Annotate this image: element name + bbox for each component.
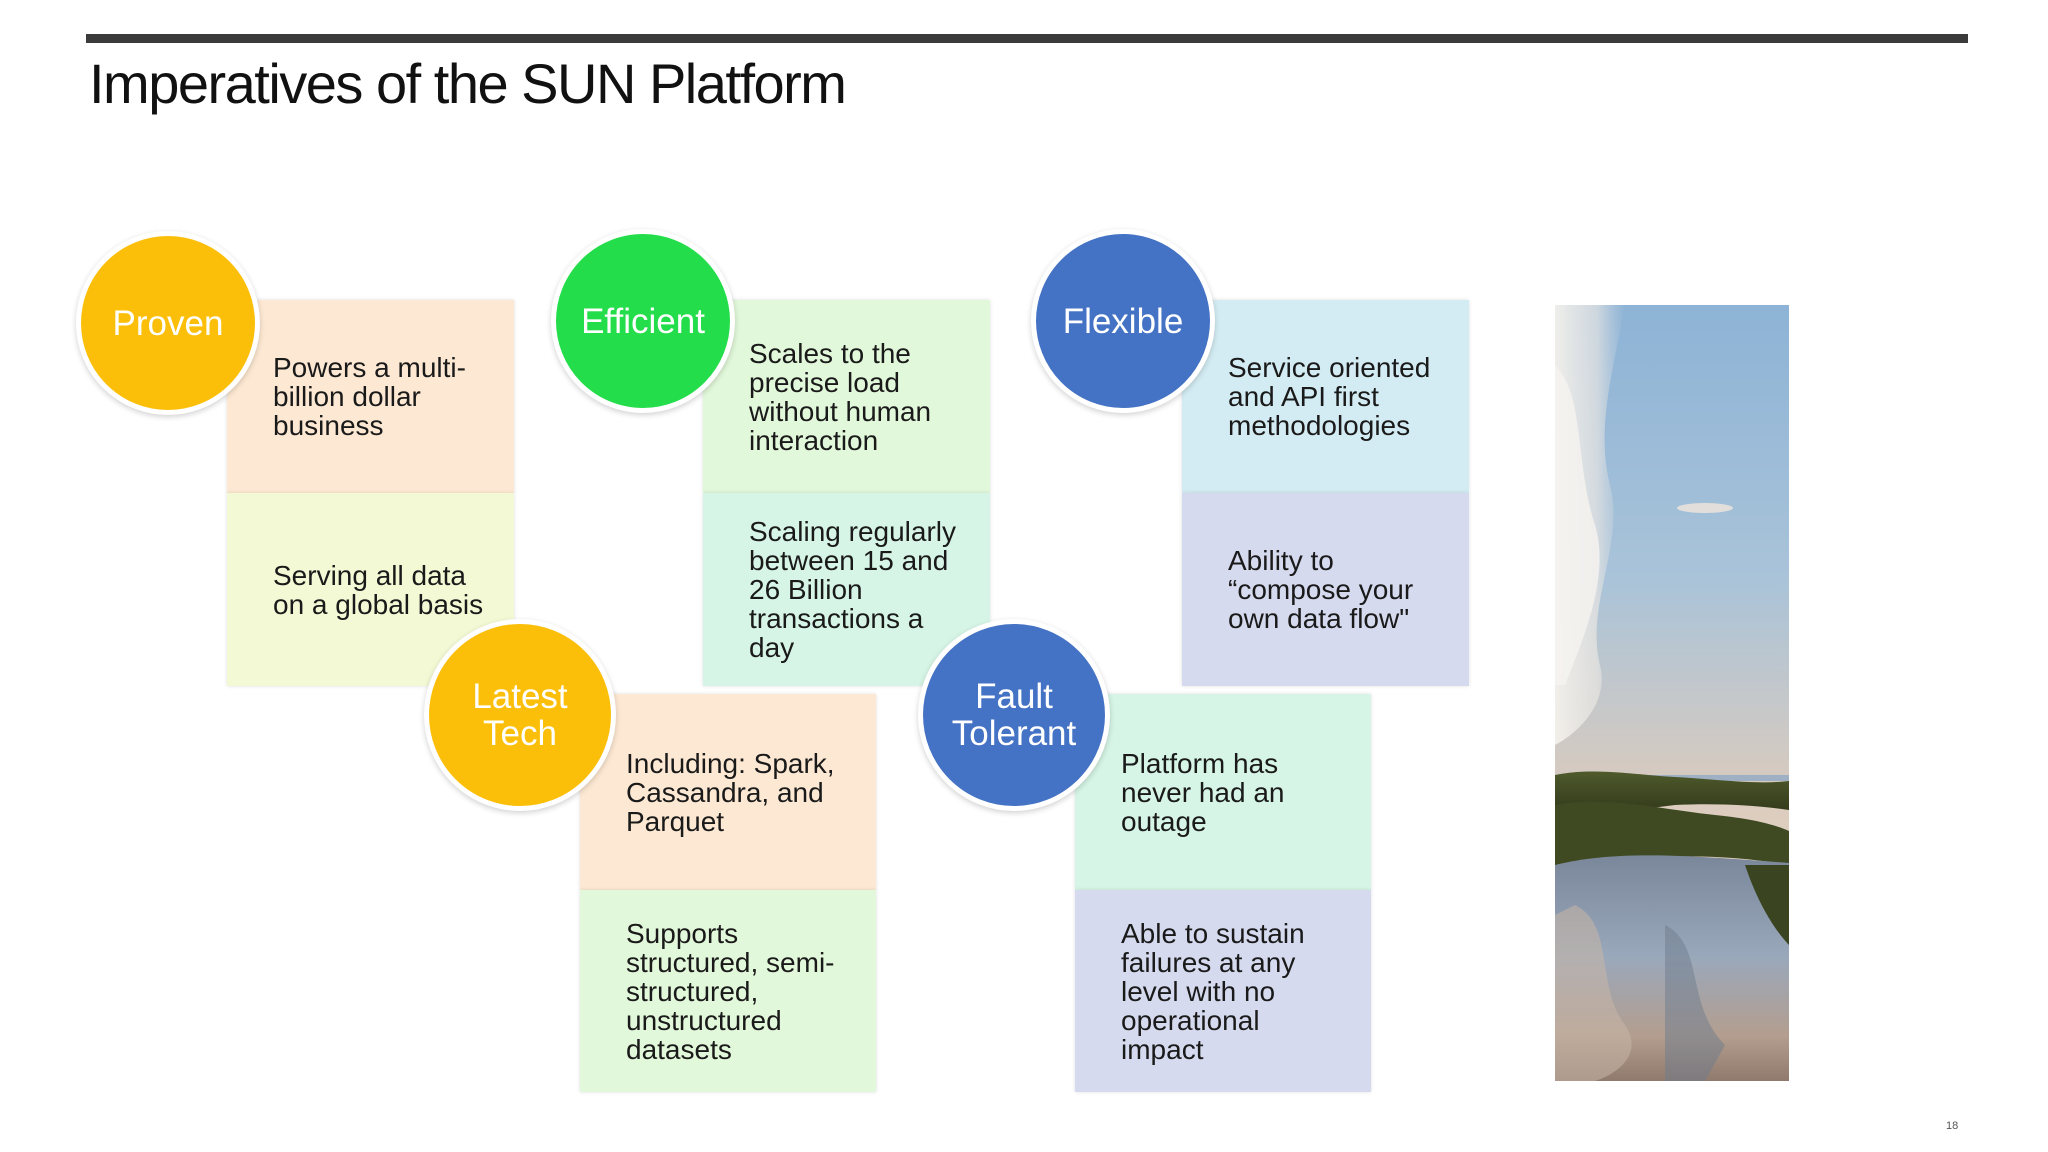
pillar-label: Flexible bbox=[1062, 301, 1184, 341]
pillar-circle-flexible: Flexible bbox=[1031, 229, 1215, 413]
pillar-label: Efficient bbox=[581, 301, 705, 341]
pillar-circle-proven: Proven bbox=[76, 231, 260, 415]
slide-title: Imperatives of the SUN Platform bbox=[89, 52, 847, 115]
pillar-circle-efficient: Efficient bbox=[551, 229, 735, 413]
page-number: 18 bbox=[1946, 1120, 1959, 1132]
pillar-label: Proven bbox=[112, 303, 224, 343]
top-divider bbox=[86, 34, 1968, 43]
coastline-photo bbox=[1555, 305, 1789, 1081]
